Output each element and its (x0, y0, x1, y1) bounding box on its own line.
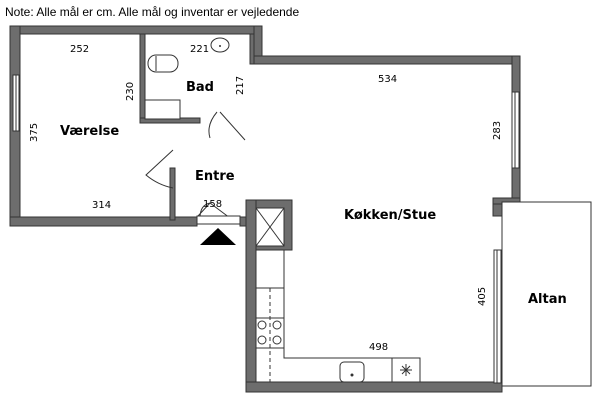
room-label-altan: Altan (528, 292, 567, 307)
room-label-entre: Entre (195, 169, 235, 184)
dim-bad-width: 221 (190, 44, 209, 55)
shaft (255, 207, 285, 247)
dim-vaerelse-top: 252 (70, 44, 89, 55)
dim-entre-door: 158 (203, 199, 222, 210)
bathroom-fixtures (144, 37, 230, 120)
dim-stue-bottom: 498 (369, 342, 388, 353)
floorplan-note: Note: Alle mål er cm. Alle mål og invent… (5, 5, 300, 19)
dim-vaerelse-inner: 230 (125, 82, 136, 101)
windows (12, 74, 520, 384)
entrance-arrow-icon (200, 228, 236, 245)
room-label-bad: Bad (186, 80, 214, 95)
room-label-kokken-stue: Køkken/Stue (344, 208, 436, 223)
room-label-vaerelse: Værelse (60, 124, 119, 139)
kitchen-counter (256, 249, 421, 383)
dim-vaerelse-height: 375 (29, 123, 40, 142)
dim-bad-height: 217 (235, 76, 246, 95)
dim-stue-top: 534 (378, 74, 397, 85)
dim-vaerelse-bottom: 314 (92, 200, 111, 211)
dim-stue-right: 283 (492, 121, 503, 140)
altan-area (501, 201, 592, 387)
dim-stue-altan: 405 (477, 287, 488, 306)
